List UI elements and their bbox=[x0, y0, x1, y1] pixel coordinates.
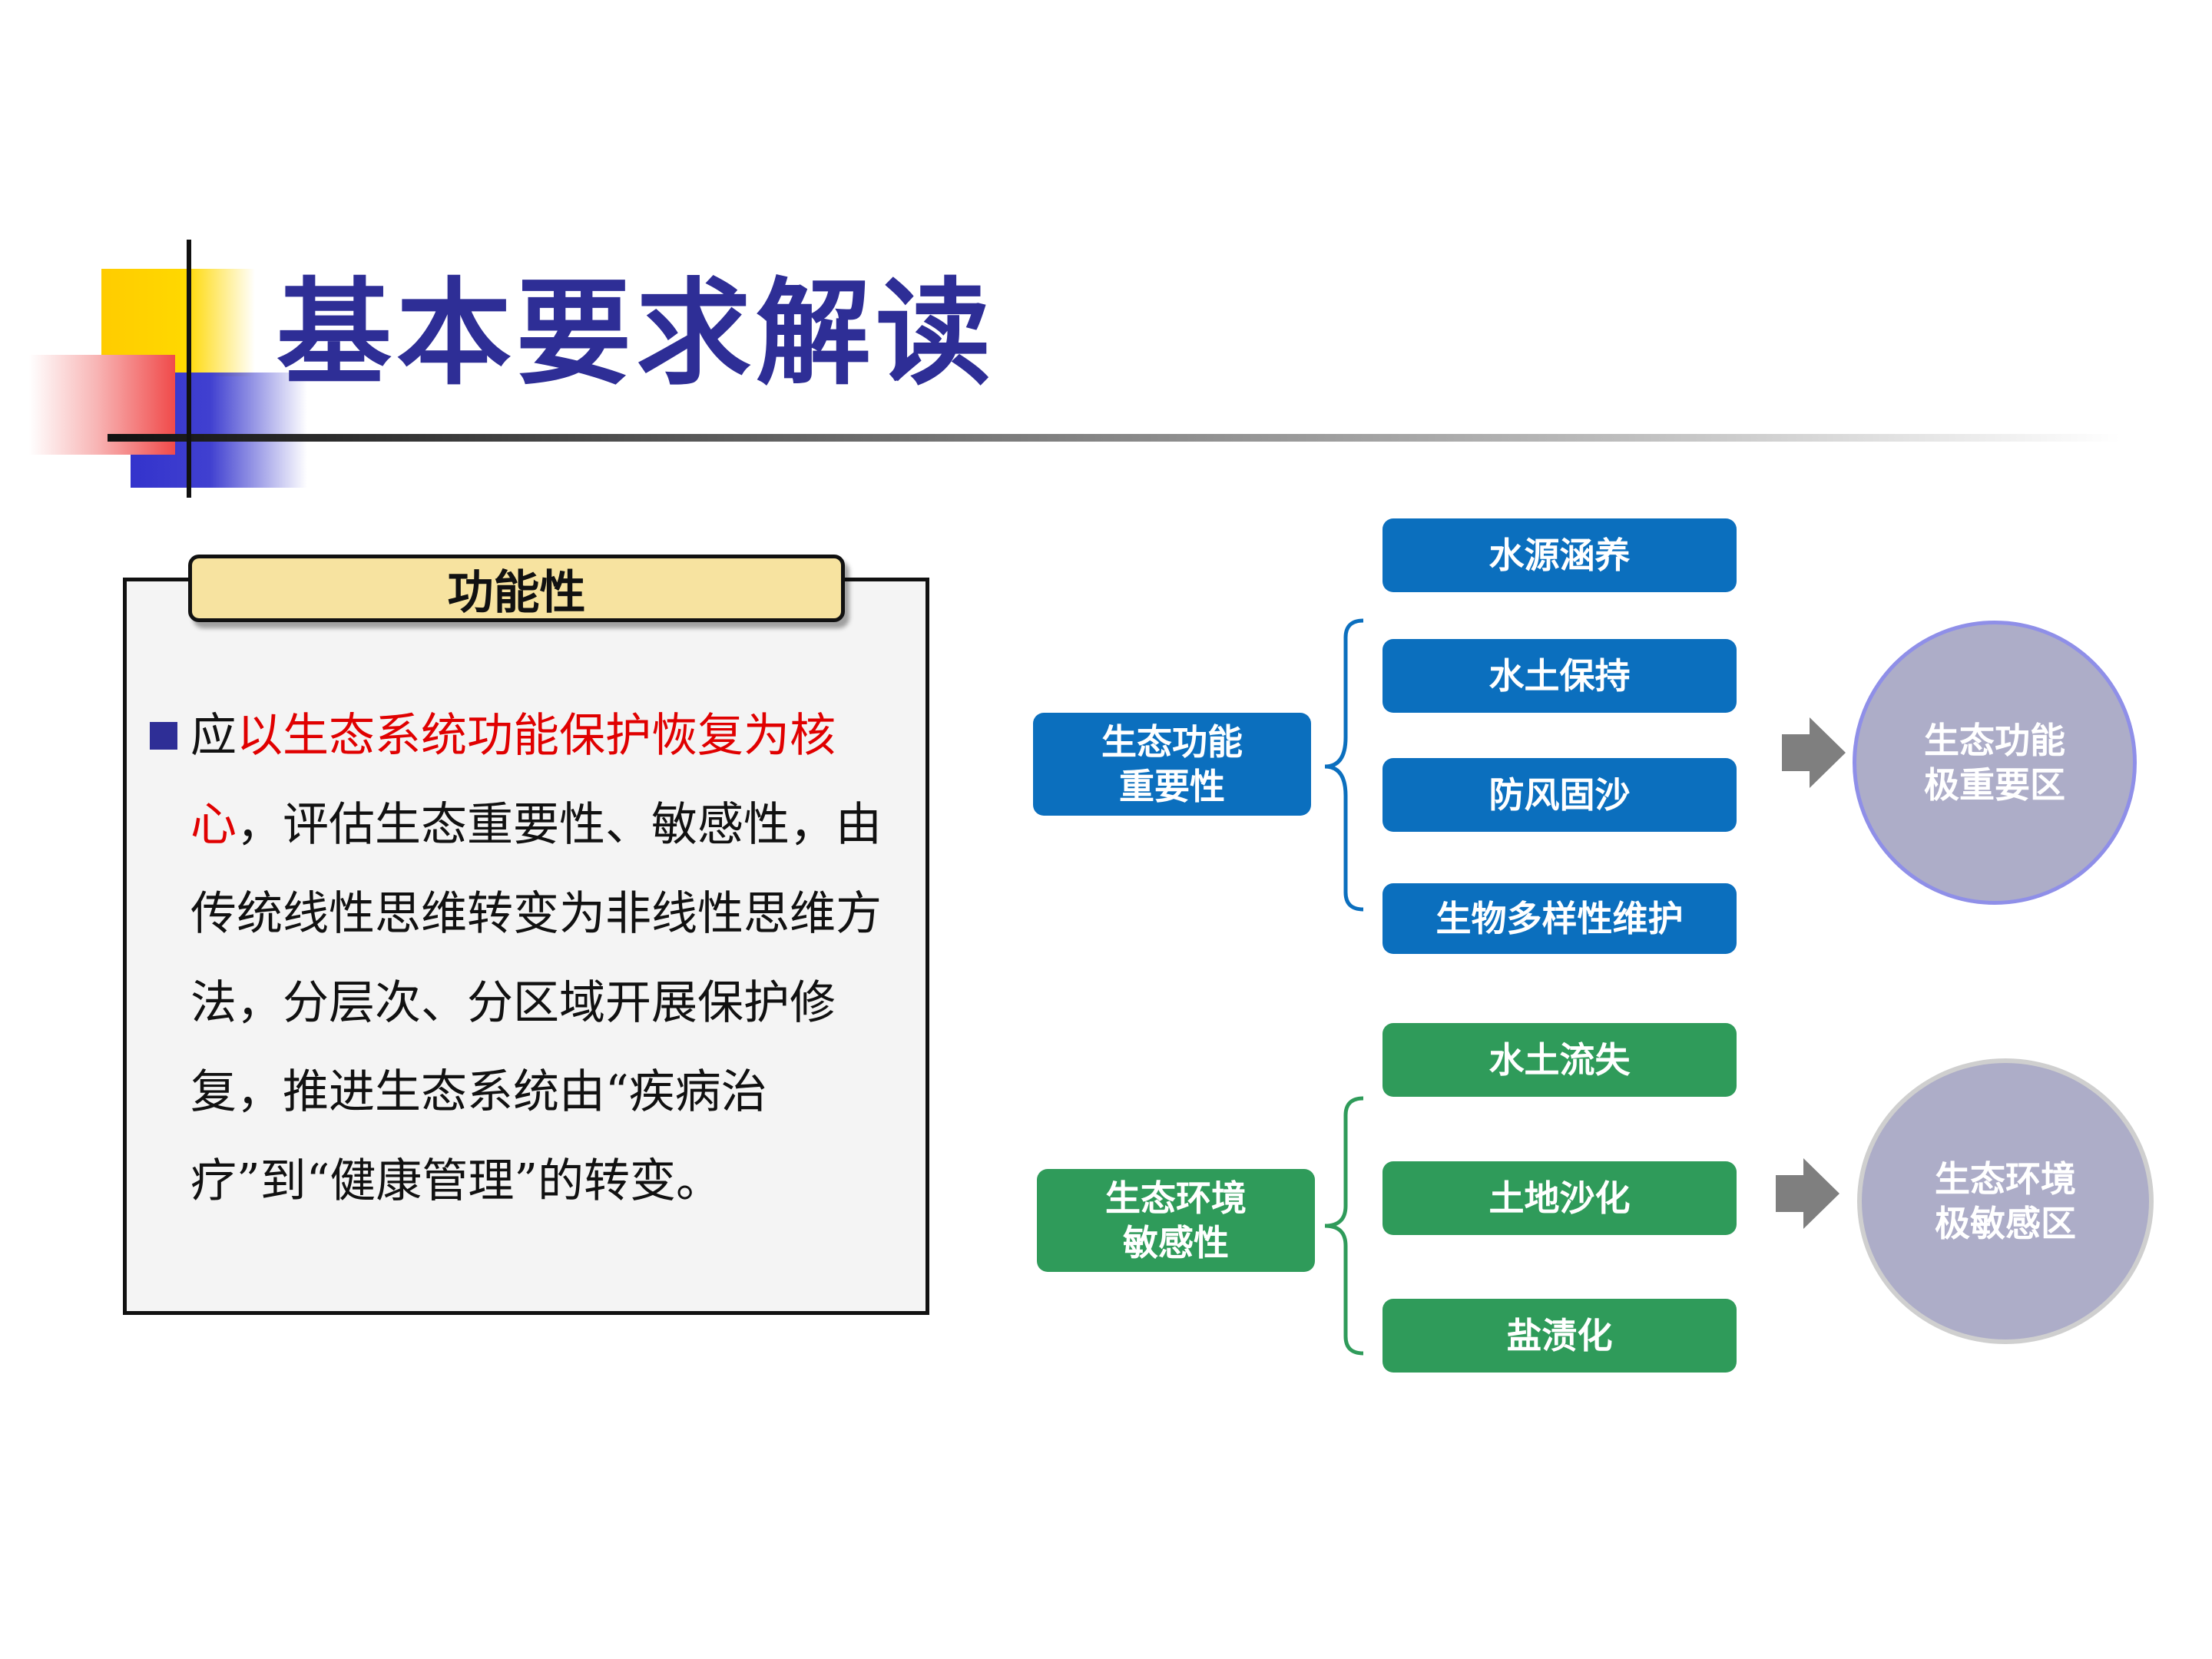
item-node: 土地沙化 bbox=[1382, 1161, 1737, 1235]
source-node-ecological-function: 生态功能重要性 bbox=[1033, 713, 1311, 816]
result-line: 生态功能 bbox=[1924, 720, 2065, 761]
panel-tab-label: 功能性 bbox=[188, 555, 845, 622]
item-node: 防风固沙 bbox=[1382, 758, 1737, 832]
item-node: 生物多样性维护 bbox=[1382, 883, 1737, 954]
decor-vertical-line bbox=[187, 240, 191, 498]
result-circle-function: 生态功能极重要区 bbox=[1853, 621, 2137, 905]
brace-group2 bbox=[1324, 1096, 1364, 1356]
source-line: 生态功能 bbox=[1101, 721, 1243, 763]
text-panel bbox=[123, 578, 929, 1315]
slide-title: 基本要求解读 bbox=[276, 267, 996, 401]
result-line: 生态环境 bbox=[1935, 1158, 2076, 1200]
title-underline bbox=[108, 434, 2120, 442]
para-prefix: 应 bbox=[190, 709, 237, 763]
result-line: 极敏感区 bbox=[1935, 1203, 2076, 1244]
arrow-right-icon bbox=[1782, 717, 1846, 788]
result-line: 极重要区 bbox=[1924, 764, 2065, 806]
item-node: 盐渍化 bbox=[1382, 1299, 1737, 1373]
para-highlight: 以生态系统功能保护恢复为核心 bbox=[190, 709, 836, 852]
panel-paragraph: 应以生态系统功能保护恢复为核心，评估生态重要性、敏感性，由传统线性思维转变为非线… bbox=[190, 691, 897, 1226]
brace-group1 bbox=[1324, 618, 1364, 912]
arrow-right-icon bbox=[1776, 1158, 1839, 1229]
para-rest: ，评估生态重要性、敏感性，由传统线性思维转变为非线性思维方法，分层次、分区域开展… bbox=[190, 798, 882, 1208]
item-node: 水土流失 bbox=[1382, 1023, 1737, 1097]
item-node: 水土保持 bbox=[1382, 639, 1737, 713]
source-line: 生态环境 bbox=[1105, 1177, 1247, 1219]
source-line: 敏感性 bbox=[1123, 1222, 1229, 1263]
source-line: 重要性 bbox=[1119, 766, 1225, 807]
source-node-environment-sensitivity: 生态环境敏感性 bbox=[1037, 1169, 1315, 1272]
result-circle-environment: 生态环境极敏感区 bbox=[1857, 1058, 2154, 1344]
bullet-square-icon bbox=[150, 722, 177, 750]
item-node: 水源涵养 bbox=[1382, 518, 1737, 592]
